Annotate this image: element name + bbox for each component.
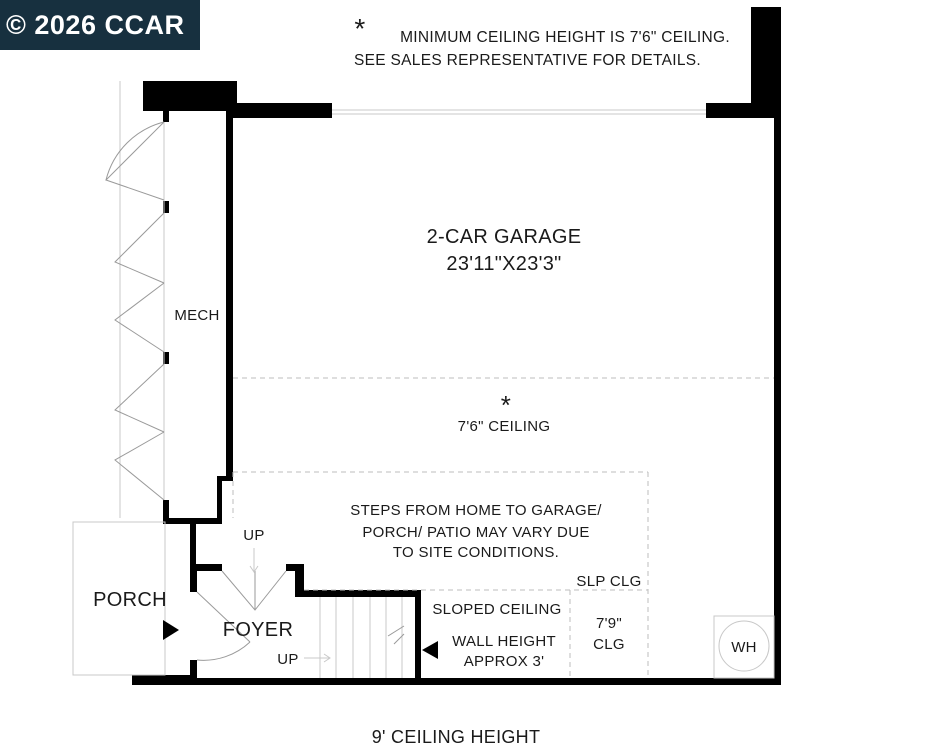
- thin-lines: [72, 81, 706, 676]
- water-heater: [713, 615, 775, 679]
- steps-note-line-2: PORCH/ PATIO MAY VARY DUE: [362, 524, 589, 541]
- ceiling-label: 7'6" CEILING: [458, 418, 551, 435]
- clg-79-label-2: CLG: [593, 636, 625, 653]
- stairs: [249, 548, 405, 678]
- ceiling-asterisk: *: [501, 390, 511, 420]
- walls: [132, 7, 781, 685]
- footer-ceiling-height: 9' CEILING HEIGHT: [372, 727, 541, 747]
- note-line-2: SEE SALES REPRESENTATIVE FOR DETAILS.: [354, 52, 701, 69]
- wall-height-label-2: APPROX 3': [464, 653, 545, 670]
- steps-note-line-1: STEPS FROM HOME TO GARAGE/: [350, 502, 602, 519]
- up-bottom-label: UP: [277, 651, 298, 668]
- steps-note-line-3: TO SITE CONDITIONS.: [393, 544, 559, 561]
- clg-79-label-1: 7'9": [596, 615, 622, 632]
- bifold-doors: [105, 121, 165, 501]
- wall-height-label-1: WALL HEIGHT: [452, 633, 556, 650]
- slp-clg-label: SLP CLG: [576, 573, 641, 590]
- copyright-watermark: © 2026 CCAR: [0, 0, 200, 50]
- note-line-1: MINIMUM CEILING HEIGHT IS 7'6" CEILING.: [400, 29, 730, 46]
- note-asterisk: *: [354, 13, 365, 44]
- wall-height-arrow-icon: [422, 641, 438, 659]
- door-swings: [196, 570, 287, 661]
- foyer-label: FOYER: [223, 619, 293, 641]
- dashed-lines: [232, 377, 774, 678]
- garage-dimensions: 23'11"X23'3": [446, 253, 561, 275]
- sloped-ceiling-label: SLOPED CEILING: [432, 601, 561, 618]
- porch-arrow-icon: [163, 620, 179, 640]
- mech-label: MECH: [174, 307, 219, 324]
- porch-label: PORCH: [93, 589, 167, 611]
- garage-name: 2-CAR GARAGE: [427, 226, 582, 248]
- wh-label: WH: [731, 639, 757, 656]
- up-top-label: UP: [243, 527, 264, 544]
